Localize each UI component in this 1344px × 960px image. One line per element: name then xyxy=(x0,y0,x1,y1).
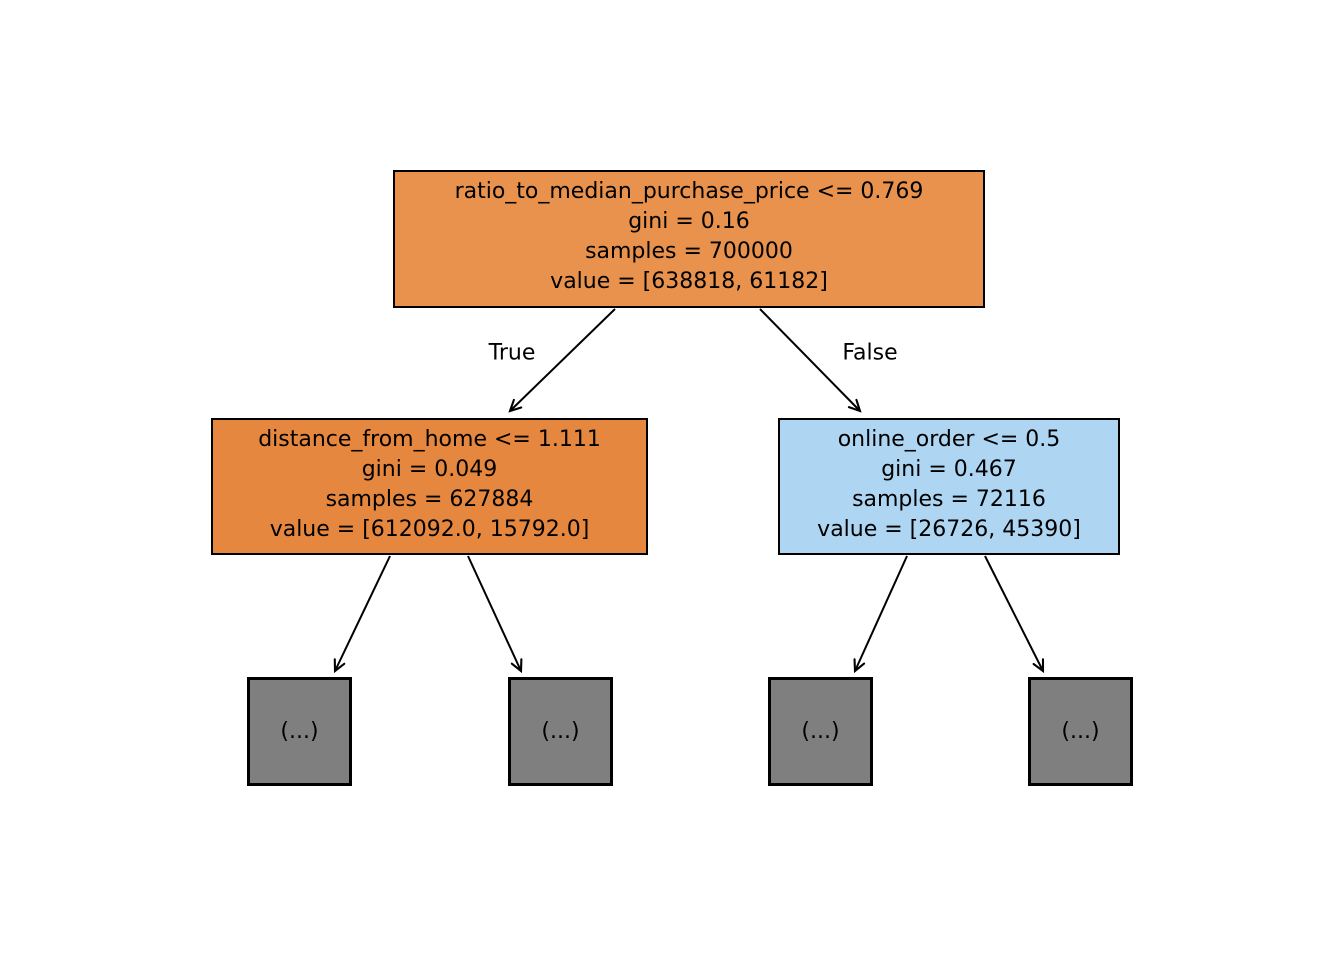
edge-left-to-leaf2 xyxy=(467,555,521,671)
tree-node-left: distance_from_home <= 1.111 gini = 0.049… xyxy=(211,418,648,555)
tree-node-root: ratio_to_median_purchase_price <= 0.769 … xyxy=(393,170,985,308)
tree-leaf-node-2: (...) xyxy=(508,677,613,786)
tree-leaf-node-1: (...) xyxy=(247,677,352,786)
node-gini: gini = 0.467 xyxy=(881,457,1017,482)
edge-root-to-left xyxy=(510,308,616,411)
node-value: value = [638818, 61182] xyxy=(550,269,828,294)
node-condition: ratio_to_median_purchase_price <= 0.769 xyxy=(454,179,924,204)
edge-right-to-leaf4 xyxy=(984,555,1043,671)
edge-label-false: False xyxy=(842,340,898,366)
node-value: value = [612092.0, 15792.0] xyxy=(269,517,590,542)
tree-leaf-node-4: (...) xyxy=(1028,677,1133,786)
leaf-label: (...) xyxy=(280,719,319,744)
edge-left-to-leaf1 xyxy=(335,555,391,671)
node-samples: samples = 627884 xyxy=(325,487,534,512)
node-value: value = [26726, 45390] xyxy=(817,517,1081,542)
leaf-label: (...) xyxy=(801,719,840,744)
node-samples: samples = 72116 xyxy=(852,487,1046,512)
node-gini: gini = 0.16 xyxy=(628,209,750,234)
node-condition: distance_from_home <= 1.111 xyxy=(258,427,601,452)
leaf-label: (...) xyxy=(1061,719,1100,744)
tree-leaf-node-3: (...) xyxy=(768,677,873,786)
leaf-label: (...) xyxy=(541,719,580,744)
edge-root-to-right xyxy=(759,308,860,411)
node-samples: samples = 700000 xyxy=(585,239,793,264)
edge-right-to-leaf3 xyxy=(855,555,908,671)
node-gini: gini = 0.049 xyxy=(361,457,498,482)
node-condition: online_order <= 0.5 xyxy=(837,427,1061,452)
tree-node-right: online_order <= 0.5 gini = 0.467 samples… xyxy=(778,418,1120,555)
edge-label-true: True xyxy=(488,340,536,366)
